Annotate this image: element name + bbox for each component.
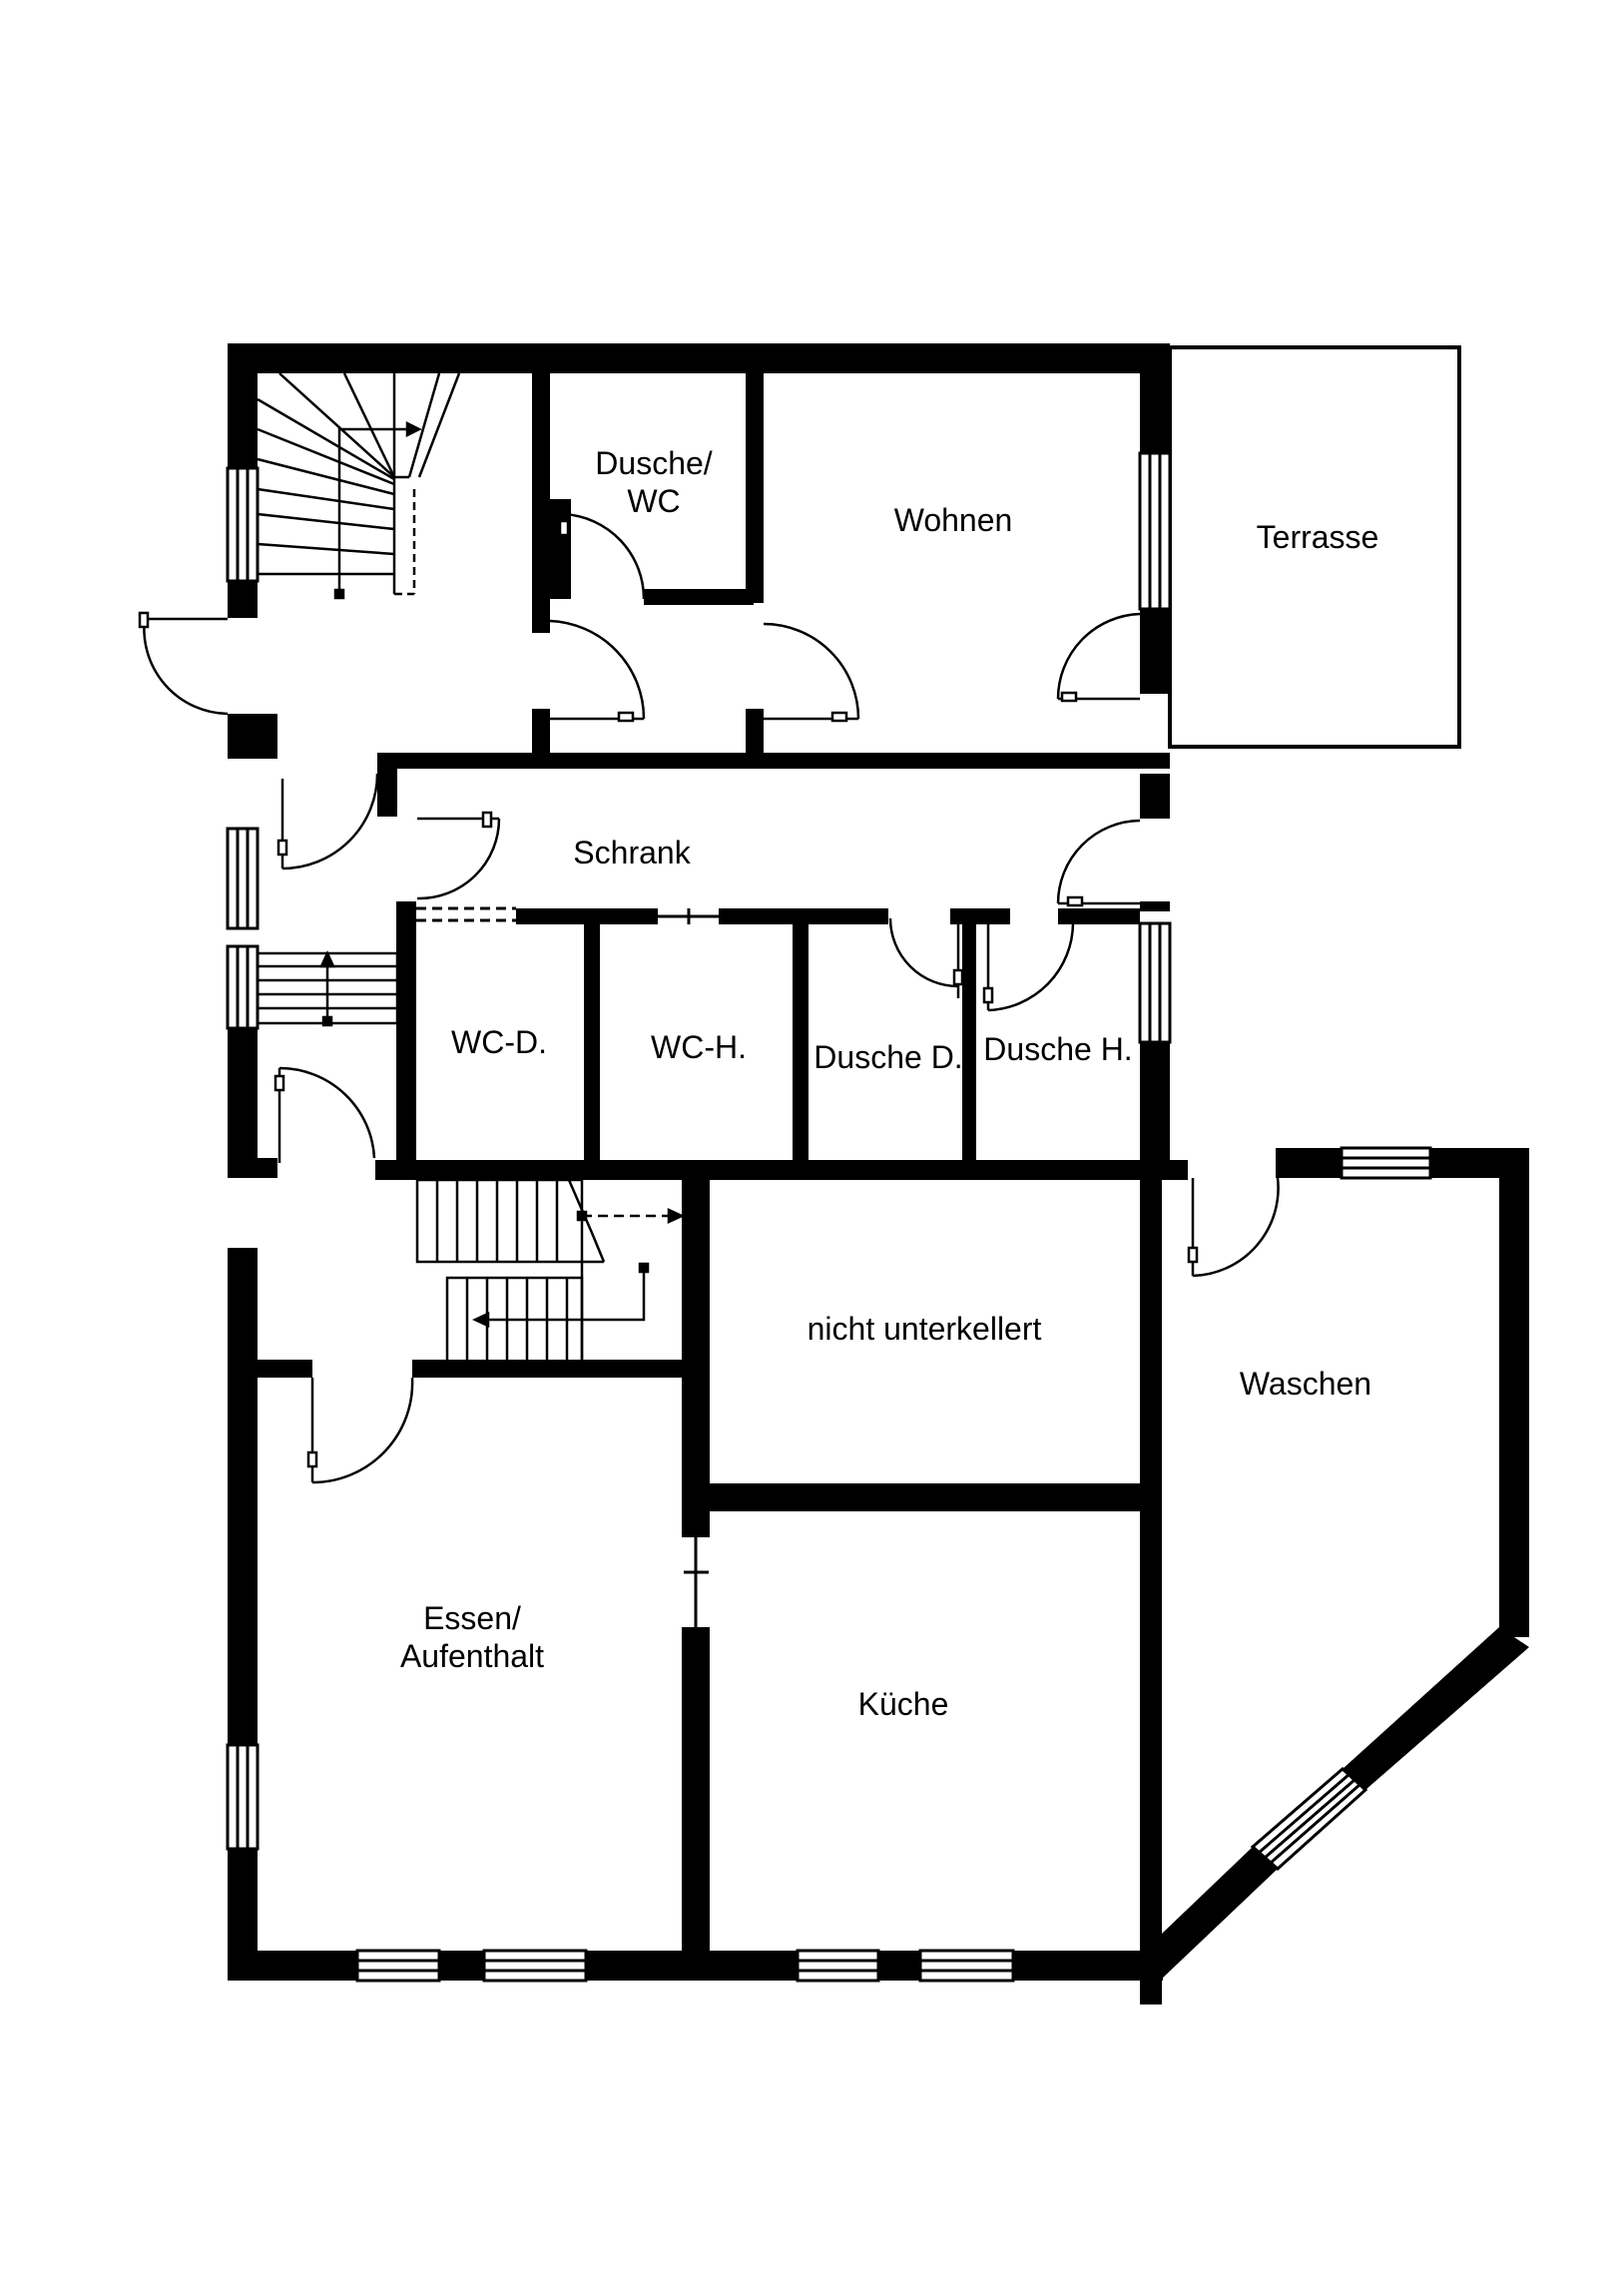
door-waschen: [1187, 1177, 1280, 1278]
door-terrasse: [1056, 612, 1141, 703]
window-bottom-1: [355, 1949, 441, 1983]
diagonal-wall: [1140, 1627, 1529, 1981]
room-labels: Dusche/ WC Wohnen Terrasse Schrank WC-D.…: [400, 445, 1378, 1722]
window-dusche-h: [1138, 921, 1172, 1044]
label-nicht-unterkellert: nicht unterkellert: [808, 1311, 1042, 1347]
door-corridor-right: [1056, 819, 1141, 907]
label-dusche-wc-line1: Dusche/: [595, 445, 713, 481]
label-waschen: Waschen: [1240, 1366, 1371, 1402]
label-wc-d: WC-D.: [451, 1024, 547, 1060]
door-schrank-inner: [416, 811, 501, 900]
door-dusche-h: [982, 922, 1075, 1012]
stairs-lower: [415, 1178, 685, 1364]
door-dusche-d: [888, 917, 964, 998]
window-bottom-4: [918, 1949, 1015, 1983]
door-entrance: [138, 611, 229, 716]
window-left-1: [226, 466, 260, 583]
label-wc-h: WC-H.: [651, 1029, 747, 1065]
door-schrank-left: [276, 773, 379, 870]
doors: [138, 512, 1280, 1484]
window-left-3: [226, 944, 260, 1030]
label-kueche: Küche: [858, 1686, 949, 1722]
window-wohnen: [1138, 451, 1172, 611]
label-terrasse: Terrasse: [1257, 519, 1379, 555]
sliding-door-wc: [658, 908, 719, 924]
door-lower-hall: [273, 1066, 376, 1163]
label-schrank: Schrank: [573, 835, 691, 870]
window-bottom-3: [796, 1949, 880, 1983]
dashed-opening: [416, 906, 516, 922]
label-essen-line1: Essen/: [423, 1600, 521, 1636]
label-dusche-h: Dusche H.: [983, 1031, 1132, 1067]
stairs-top: [257, 372, 461, 600]
door-wohnen-corridor: [763, 622, 860, 723]
label-dusche-d: Dusche D.: [813, 1039, 962, 1075]
sliding-door-kueche: [684, 1537, 709, 1627]
walls: [228, 343, 1529, 2005]
label-dusche-wc-line2: WC: [627, 483, 680, 519]
window-left-4: [226, 1743, 260, 1851]
label-wohnen: Wohnen: [894, 502, 1013, 538]
door-hall-right: [549, 619, 646, 723]
door-dusche-wc: [558, 512, 646, 600]
window-bottom-2: [482, 1949, 588, 1983]
window-left-2: [226, 827, 260, 930]
stairs-short: [256, 950, 399, 1027]
door-essen: [306, 1377, 414, 1484]
diagonal-window: [1250, 1766, 1368, 1872]
sliding-doors: [416, 906, 719, 1627]
window-waschen: [1340, 1146, 1432, 1180]
windows: [226, 451, 1432, 1983]
label-essen-line2: Aufenthalt: [400, 1638, 544, 1674]
